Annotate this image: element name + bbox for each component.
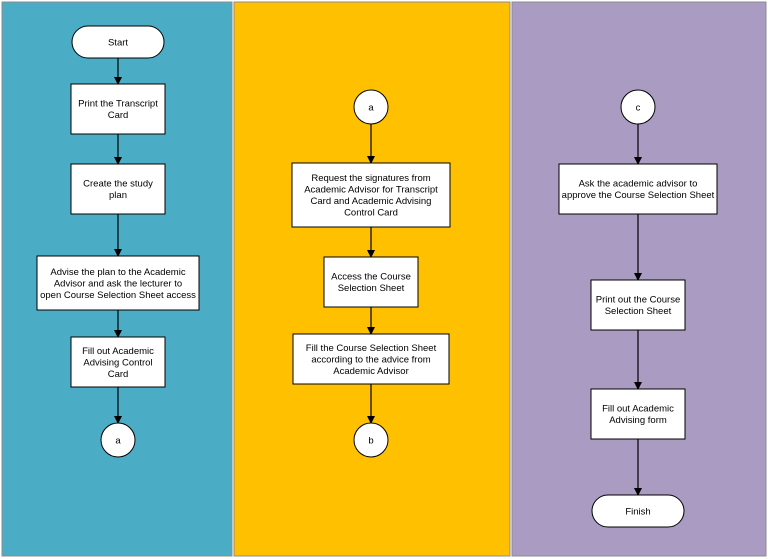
node-fill-form-shape <box>590 388 686 440</box>
node-start: Start <box>71 25 165 59</box>
node-print-sheet-shape <box>590 279 686 331</box>
node-finish-shape <box>591 494 685 528</box>
node-start-shape <box>71 25 165 59</box>
node-connector-c-in: c <box>620 89 656 125</box>
node-connector-c-in-shape <box>620 89 656 125</box>
node-print-transcript-shape <box>70 83 166 135</box>
node-connector-a-out: a <box>100 422 136 458</box>
node-connector-b-out: b <box>353 422 389 458</box>
node-connector-a-in-shape <box>353 89 389 125</box>
node-connector-a-out-shape <box>100 422 136 458</box>
node-connector-a-out-label: a <box>115 435 121 446</box>
node-connector-c-in-label: c <box>636 102 641 113</box>
node-create-plan-shape <box>70 163 166 215</box>
node-start-label: Start <box>108 37 128 48</box>
node-fill-sheet-shape <box>292 333 450 385</box>
node-finish-label: Finish <box>625 506 650 517</box>
node-connector-b-out-shape <box>353 422 389 458</box>
node-connector-b-out-label: b <box>368 435 373 446</box>
node-request-signatures-shape <box>291 162 451 228</box>
swimlane-3 <box>511 1 767 557</box>
node-advise-plan-shape <box>36 255 200 311</box>
node-finish: Finish <box>591 494 685 528</box>
node-connector-a-in-label: a <box>368 102 374 113</box>
node-access-sheet-shape <box>323 256 419 308</box>
node-fill-control-card-shape <box>70 336 166 388</box>
node-ask-approve-shape <box>558 163 718 215</box>
node-connector-a-in: a <box>353 89 389 125</box>
